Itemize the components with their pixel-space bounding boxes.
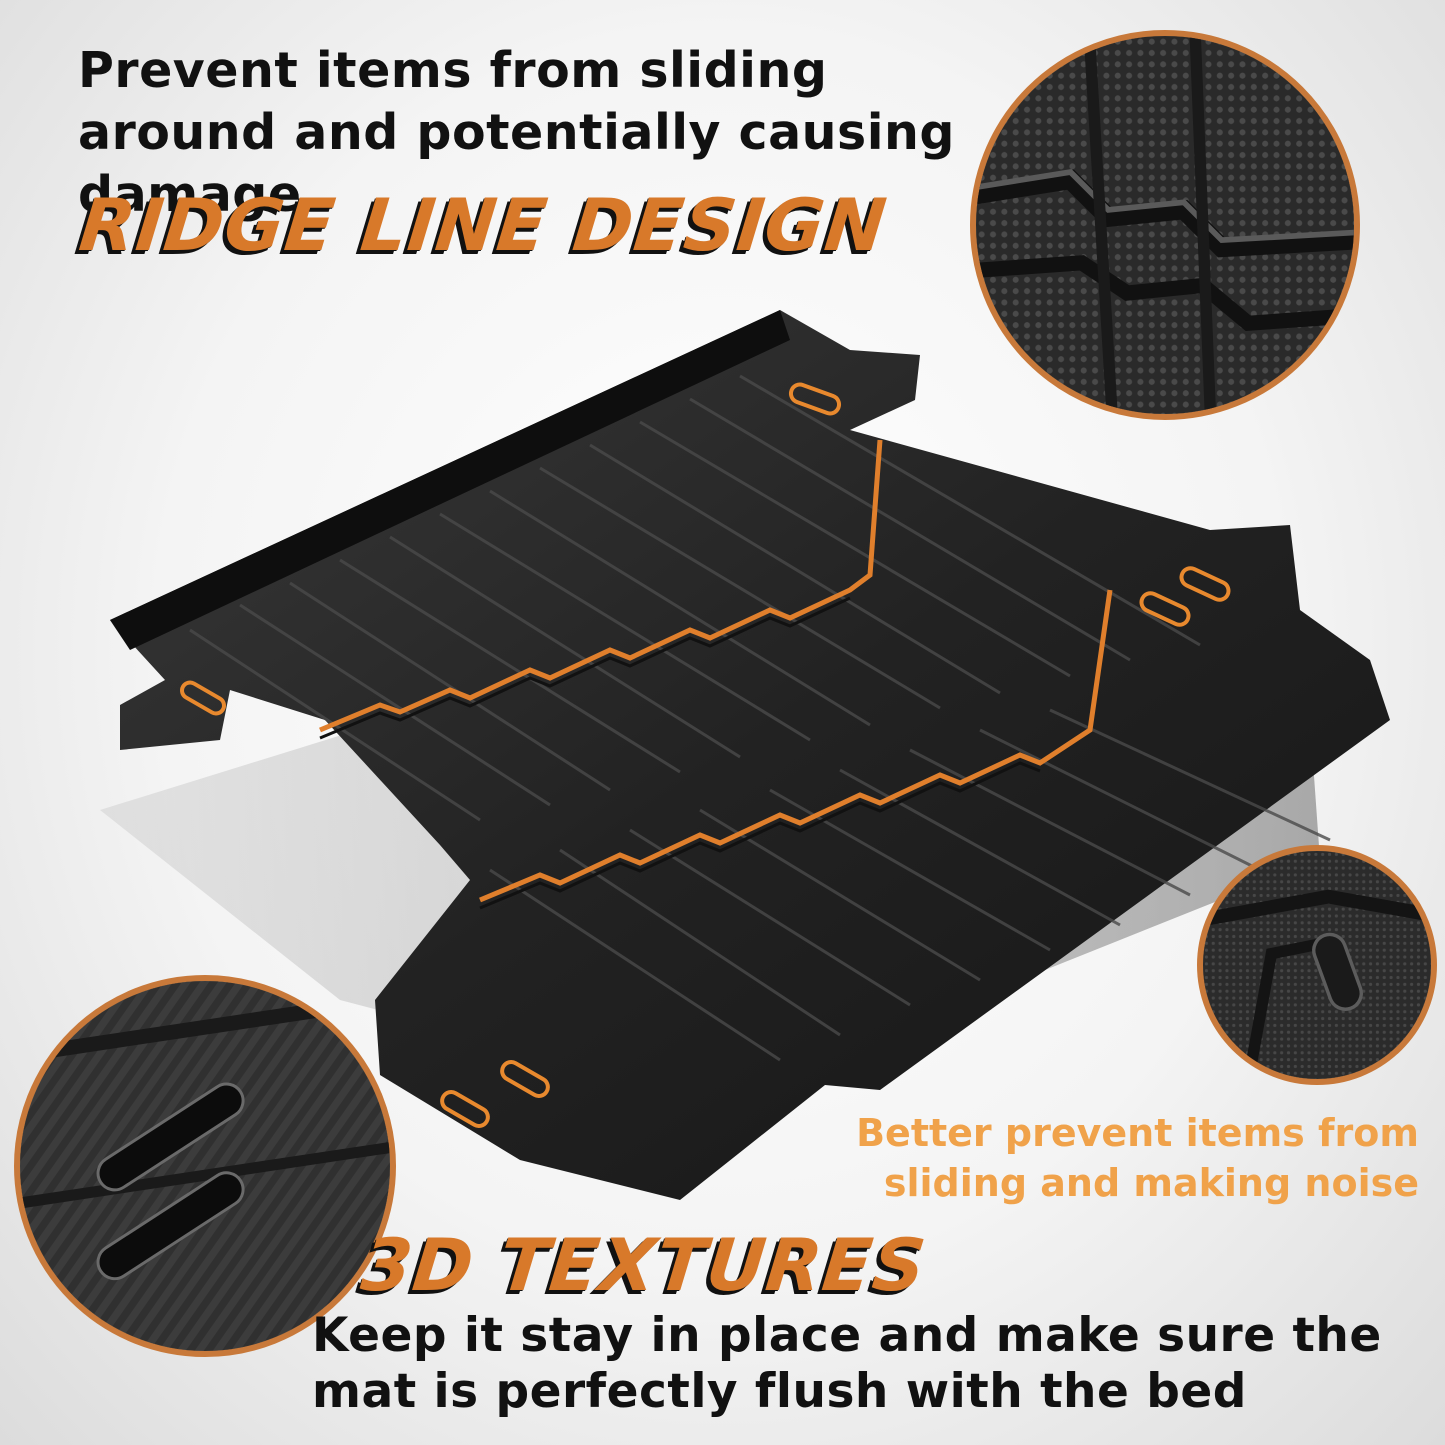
3d-textures-title: 3D TEXTURES <box>357 1223 931 1307</box>
nub-closeup-image <box>1197 845 1437 1085</box>
headline-top: Prevent items from sliding around and po… <box>78 42 955 223</box>
cargo-bed-mat-image <box>100 310 1390 1200</box>
texture-closeup-image <box>14 975 396 1357</box>
side-note-text: Better prevent items from sliding and ma… <box>856 1111 1419 1205</box>
ridge-line-design-title: RIDGE LINE DESIGN <box>75 183 891 267</box>
ridge-closeup-image <box>970 30 1360 420</box>
headline-bottom: Keep it stay in place and make sure the … <box>312 1308 1382 1419</box>
